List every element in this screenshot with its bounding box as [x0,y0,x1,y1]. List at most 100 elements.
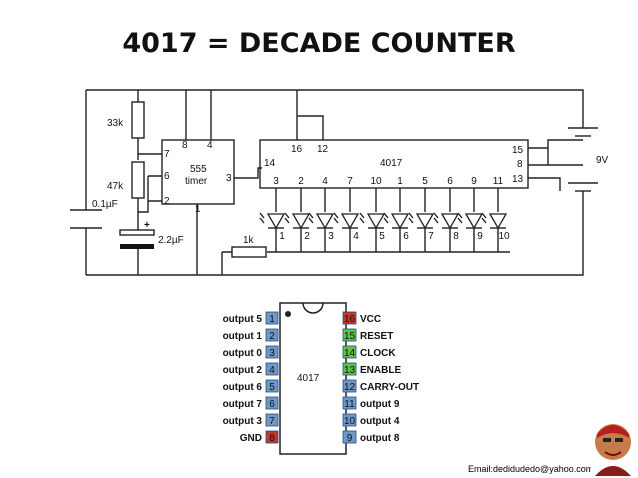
pin-number: 4 [269,365,275,376]
pin-label: output 1 [223,331,263,342]
pin-label: GND [240,433,262,444]
counter-pin-number: 1 [397,176,403,187]
pin-number: 6 [269,399,275,410]
pin-number: 8 [269,433,275,444]
pin-label: output 5 [223,314,263,325]
timer-pin-number: 2 [164,196,170,207]
top-rail-wire [86,89,584,128]
counter-right-wires [528,139,583,191]
ic-label: 4017 [297,373,320,384]
pin-box [265,362,279,376]
pin-label: output 7 [223,399,263,410]
pin-label: CARRY-OUT [360,382,419,393]
pin-label: VCC [360,314,381,325]
pin-box [342,345,357,359]
pin-number: 16 [344,314,356,325]
led: 10 [481,212,510,252]
resistor-47k-label: 47k [107,181,124,192]
led-label: 6 [403,231,409,242]
battery-label: 9V [596,155,609,166]
counter-pin-number: 4 [322,176,328,187]
led: 1 [259,212,285,252]
capacitor-c2 [119,229,155,275]
resistor-33k-label: 33k [107,118,124,129]
pin-number: 2 [269,331,275,342]
timer-sub: timer [185,176,208,187]
pin-number: 11 [344,399,355,410]
pin-label: output 0 [223,348,263,359]
pin-box [342,379,357,393]
counter-pin-number: 8 [517,159,523,170]
pin-number: 5 [269,382,275,393]
pin-label: output 9 [360,399,400,410]
led: 2 [284,212,310,252]
pin-box [342,362,357,376]
right-pin-row: 10 output 4 [342,413,400,427]
led: 3 [308,212,334,252]
pin-number: 15 [344,331,356,342]
pin-label: output 3 [223,416,263,427]
pin-number: 14 [344,348,356,359]
avatar [591,420,635,476]
pin-box [342,311,357,325]
led-label: 7 [428,231,434,242]
ic-body [279,302,347,455]
pin-label: output 8 [360,433,400,444]
timer-pin-number: 6 [164,171,170,182]
timer-pin-number: 8 [182,140,188,151]
capacitor-c1 [70,209,102,229]
counter-pin-number: 12 [317,144,329,155]
pin-box [265,311,279,325]
timer-power-wires [185,90,212,275]
pin-box [265,430,279,444]
counter-top-wires [296,90,324,140]
pin-label: ENABLE [360,365,401,376]
timer-555-chip [161,139,235,205]
counter-pin-number: 5 [422,176,428,187]
capacitor-c2-label: 2.2µF [158,235,184,246]
counter-pin-number: 9 [471,176,477,187]
pin-number: 1 [269,314,275,325]
capacitor-c1-label: 0.1µF [92,199,118,210]
right-pin-row: 11 output 9 [342,396,400,410]
pin-number: 7 [269,416,275,427]
resistor-1k-label: 1k [243,235,255,246]
resistor-chain-wire [137,90,162,212]
timer-pin-number: 3 [226,173,232,184]
counter-pin-number: 3 [273,176,279,187]
counter-name: 4017 [380,158,403,169]
right-pin-row: 16 VCC [342,311,381,325]
counter-pin-number: 6 [447,176,453,187]
pin-label: output 4 [360,416,400,427]
pin-box [265,379,279,393]
pin-number: 9 [347,433,353,444]
led: 9 [457,212,483,252]
counter-pin-number: 16 [291,144,303,155]
counter-pin-number: 15 [512,145,524,156]
left-pin-row: 2 output 1 [223,328,279,342]
led-label: 5 [379,231,385,242]
pin-box [265,413,279,427]
timer-pin-number: 4 [207,140,213,151]
led-label: 3 [328,231,334,242]
pin1-dot [285,311,291,317]
counter-pin-number: 7 [347,176,353,187]
page-title: 4017 = DECADE COUNTER [122,28,516,59]
counter-pin-number: 13 [512,174,524,185]
bottom-rail-wire [86,191,584,276]
led-label: 10 [498,231,510,242]
timer-pin-number: 1 [195,204,201,215]
pin-box [265,328,279,342]
pin-number: 12 [344,382,356,393]
pin-number: 10 [344,416,356,427]
led: 7 [408,212,434,252]
